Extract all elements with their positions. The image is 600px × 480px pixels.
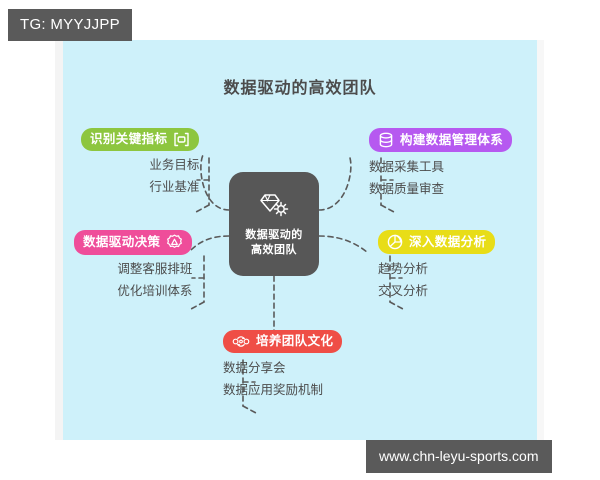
list-item[interactable]: 优化培训体系 bbox=[117, 284, 193, 299]
branch-data-system-label: 构建数据管理体系 bbox=[400, 132, 504, 147]
branch-culture: 培养团队文化 数据分享会 数据应用奖励机制 bbox=[223, 330, 343, 399]
list-item[interactable]: 数据采集工具 bbox=[369, 160, 445, 174]
branch-culture-node[interactable]: 培养团队文化 bbox=[223, 330, 343, 353]
branch-decision-label: 数据驱动决策 bbox=[83, 235, 161, 249]
branch-analysis-children: 趋势分析 交叉分析 bbox=[378, 260, 495, 300]
pie-chart-icon bbox=[387, 234, 403, 250]
branch-kpi-label: 识别关键指标 bbox=[90, 132, 168, 146]
list-item[interactable]: 数据质量审查 bbox=[369, 182, 445, 197]
list-item[interactable]: 交叉分析 bbox=[378, 284, 429, 299]
center-node-label-line2: 高效团队 bbox=[251, 243, 297, 256]
bracket-target-icon bbox=[173, 132, 190, 147]
branch-kpi-node[interactable]: 识别关键指标 bbox=[81, 128, 200, 151]
database-icon bbox=[378, 132, 394, 148]
watermark: www.chn-leyu-sports.com bbox=[366, 440, 552, 473]
page-title: 数据驱动的高效团队 bbox=[223, 80, 377, 97]
gem-gear-icon bbox=[257, 191, 291, 224]
list-item[interactable]: 行业基准 bbox=[149, 180, 200, 195]
list-item[interactable]: 业务目标 bbox=[149, 158, 200, 172]
canvas-left-gutter bbox=[55, 40, 63, 440]
list-item[interactable]: 调整客服排班 bbox=[117, 262, 193, 276]
list-item[interactable]: 趋势分析 bbox=[378, 262, 429, 276]
branch-data-system: 构建数据管理体系 数据采集工具 数据质量审查 bbox=[369, 128, 513, 198]
list-item[interactable]: 数据应用奖励机制 bbox=[223, 383, 324, 398]
branch-decision-node[interactable]: 数据驱动决策 bbox=[74, 230, 193, 255]
mindmap-canvas: 数据驱动的高效团队 bbox=[63, 40, 537, 440]
branch-decision: 数据驱动决策 调整客服排班 优化培训体系 bbox=[74, 230, 193, 300]
canvas-right-gutter bbox=[537, 40, 544, 440]
list-item[interactable]: 数据分享会 bbox=[223, 361, 286, 375]
branch-kpi-children: 业务目标 行业基准 bbox=[81, 156, 199, 196]
team-exchange-icon bbox=[232, 334, 250, 349]
center-node[interactable]: 数据驱动的 高效团队 bbox=[229, 172, 319, 276]
branch-kpi: 识别关键指标 业务目标 行业基准 bbox=[81, 128, 200, 196]
branch-culture-label: 培养团队文化 bbox=[256, 334, 334, 348]
branch-analysis-node[interactable]: 深入数据分析 bbox=[378, 230, 496, 254]
gear-triangle-icon bbox=[166, 234, 183, 251]
branch-data-system-children: 数据采集工具 数据质量审查 bbox=[369, 158, 512, 198]
branch-analysis: 深入数据分析 趋势分析 交叉分析 bbox=[378, 230, 496, 300]
branch-decision-children: 调整客服排班 优化培训体系 bbox=[74, 260, 192, 300]
center-node-label-line1: 数据驱动的 bbox=[245, 228, 303, 241]
tg-badge: TG: MYYJJPP bbox=[8, 9, 132, 41]
branch-data-system-node[interactable]: 构建数据管理体系 bbox=[369, 128, 513, 152]
branch-culture-children: 数据分享会 数据应用奖励机制 bbox=[223, 359, 342, 399]
branch-analysis-label: 深入数据分析 bbox=[409, 234, 487, 249]
